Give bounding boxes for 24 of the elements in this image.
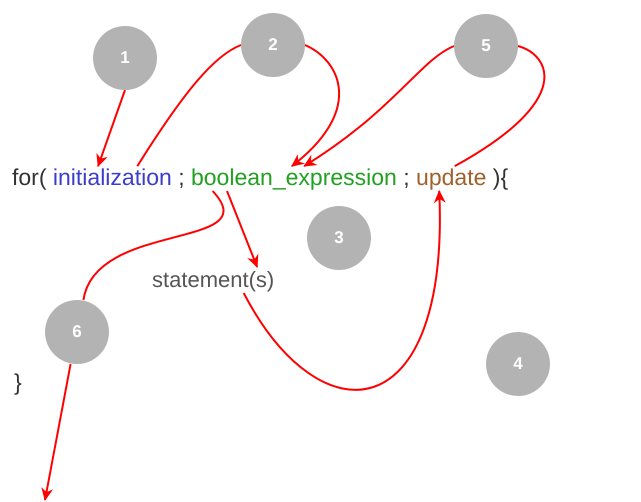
- code-text: ){: [492, 164, 508, 191]
- arrow: [291, 44, 340, 167]
- step-number-circle: 1: [93, 26, 157, 90]
- code-text: for(: [12, 164, 46, 191]
- connector-line: [454, 45, 546, 168]
- code-text: ;: [178, 164, 185, 191]
- connector-line: [136, 44, 242, 167]
- code-text: }: [14, 369, 22, 396]
- code-text: ;: [403, 164, 410, 191]
- arrow: [41, 364, 72, 501]
- code-keyword: boolean_expression: [190, 164, 397, 191]
- step-number-circle: 2: [241, 13, 305, 77]
- step-number-circle: 3: [307, 206, 371, 270]
- step-number-circle: 5: [454, 14, 518, 78]
- step-number-circle: 6: [45, 300, 109, 364]
- step-number-circle: 4: [486, 332, 550, 396]
- connector-line: [82, 190, 224, 300]
- arrow: [96, 90, 126, 168]
- arrow: [242, 190, 446, 391]
- code-text: statement(s): [152, 267, 274, 293]
- code-keyword: initialization: [52, 164, 172, 191]
- arrow: [226, 190, 258, 268]
- arrow: [303, 45, 454, 167]
- code-keyword: update: [416, 164, 486, 191]
